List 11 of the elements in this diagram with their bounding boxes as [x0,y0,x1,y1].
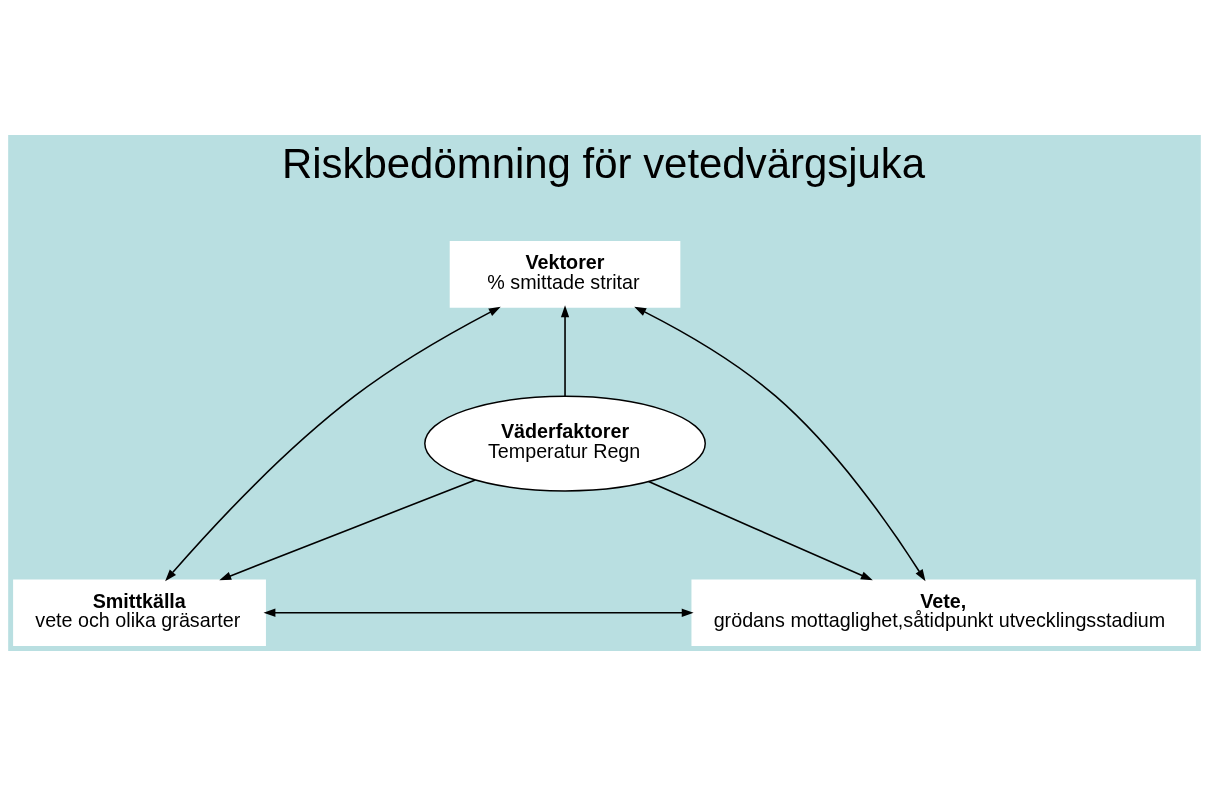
node-box: Smittkälla vete och olika gräsarter [13,578,266,646]
arrow [219,478,477,580]
node-ellipse: Väderfaktorer Temperatur Regn [424,395,706,492]
arrow [263,608,694,617]
arrow [165,306,501,581]
arrow [560,304,570,397]
node-box: Vete, grödans mottaglighet,såtidpunkt utvecklingsstadium [691,578,1196,646]
arrow [647,480,873,580]
node-box: Vektorer % smittade stritar [449,240,681,308]
arrow [634,306,926,581]
diagram-title: Riskbedömning för vetedvärgsjuka [281,139,926,187]
